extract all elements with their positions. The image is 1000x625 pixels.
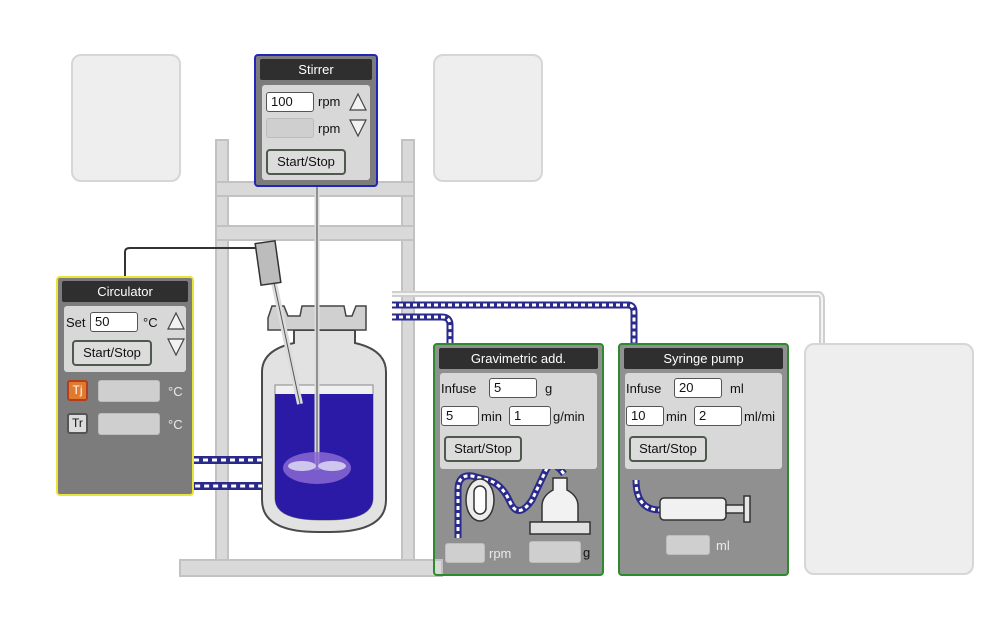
syringe-rate-input[interactable]: 2 — [694, 406, 742, 426]
syringe-infuse-unit: ml — [730, 381, 744, 396]
stirrer-panel: Stirrer 100 rpm rpm Start/Stop — [254, 54, 378, 187]
tr-select-button[interactable]: Tr — [67, 413, 88, 434]
circulator-start-stop-button[interactable]: Start/Stop — [72, 340, 152, 366]
reactor-vessel — [261, 305, 387, 533]
syringe-rate-unit: ml/mi — [744, 409, 776, 424]
syringe-time-input[interactable]: 10 — [626, 406, 664, 426]
gravimetric-balance-unit: g — [583, 545, 591, 560]
empty-device-slot-left[interactable] — [71, 54, 181, 182]
temperature-probe — [254, 239, 303, 405]
circulator-setpoint-input[interactable]: 50 — [90, 312, 138, 332]
decrease-rpm-arrow-icon[interactable] — [348, 118, 368, 138]
syringe-title: Syringe pump — [624, 348, 783, 369]
gravimetric-rate-input[interactable]: 1 — [509, 406, 551, 426]
thermocouple-cable — [124, 247, 268, 282]
empty-device-slot-right[interactable] — [804, 343, 974, 575]
stirrer-actual-readout — [266, 118, 314, 138]
tr-unit: °C — [168, 417, 183, 432]
gravimetric-time-unit: min — [481, 409, 502, 424]
decrease-temp-arrow-icon[interactable] — [166, 337, 186, 357]
syringe-infuse-input[interactable]: 20 — [674, 378, 722, 398]
gravimetric-title: Gravimetric add. — [439, 348, 598, 369]
syringe-graphic — [632, 479, 751, 523]
tj-readout — [98, 380, 160, 402]
increase-rpm-arrow-icon[interactable] — [348, 92, 368, 112]
syringe-pump-panel: Syringe pump Infuse 20 ml 10 min 2 ml/mi… — [618, 343, 789, 576]
stirrer-start-stop-button[interactable]: Start/Stop — [266, 149, 346, 175]
circulator-panel: Circulator Set 50 °C Start/Stop Tj °C Tr… — [56, 276, 194, 496]
gravimetric-infuse-label: Infuse — [441, 381, 477, 396]
tj-select-button[interactable]: Tj — [67, 380, 88, 401]
gravimetric-time-input[interactable]: 5 — [441, 406, 479, 426]
stirrer-title: Stirrer — [260, 59, 372, 80]
gravimetric-infuse-unit: g — [545, 381, 553, 396]
stirrer-setpoint-unit: rpm — [318, 94, 341, 109]
gravimetric-infuse-input[interactable]: 5 — [489, 378, 537, 398]
tj-unit: °C — [168, 384, 183, 399]
stirrer-actual-unit: rpm — [318, 121, 341, 136]
circulator-set-unit: °C — [143, 315, 158, 330]
gravimetric-start-stop-button[interactable]: Start/Stop — [444, 436, 522, 462]
empty-device-slot-middle[interactable] — [433, 54, 543, 182]
gravimetric-pump-readout — [445, 543, 485, 563]
stirrer-setpoint-input[interactable]: 100 — [266, 92, 314, 112]
gravimetric-pump-unit: rpm — [489, 546, 512, 561]
syringe-start-stop-button[interactable]: Start/Stop — [629, 436, 707, 462]
feed-tubing — [392, 301, 638, 345]
gravimetric-panel: Gravimetric add. Infuse 5 g 5 min 1 g/mi… — [433, 343, 604, 576]
gravimetric-balance-readout — [529, 541, 581, 563]
circulator-set-label: Set — [66, 315, 86, 330]
tr-readout — [98, 413, 160, 435]
syringe-volume-readout — [666, 535, 710, 555]
syringe-volume-unit: ml — [716, 538, 730, 553]
syringe-infuse-label: Infuse — [626, 381, 662, 396]
gravimetric-rate-unit: g/min — [553, 409, 585, 424]
syringe-time-unit: min — [666, 409, 687, 424]
increase-temp-arrow-icon[interactable] — [166, 311, 186, 331]
stirrer-shaft — [283, 186, 351, 484]
circulator-title: Circulator — [62, 281, 188, 302]
